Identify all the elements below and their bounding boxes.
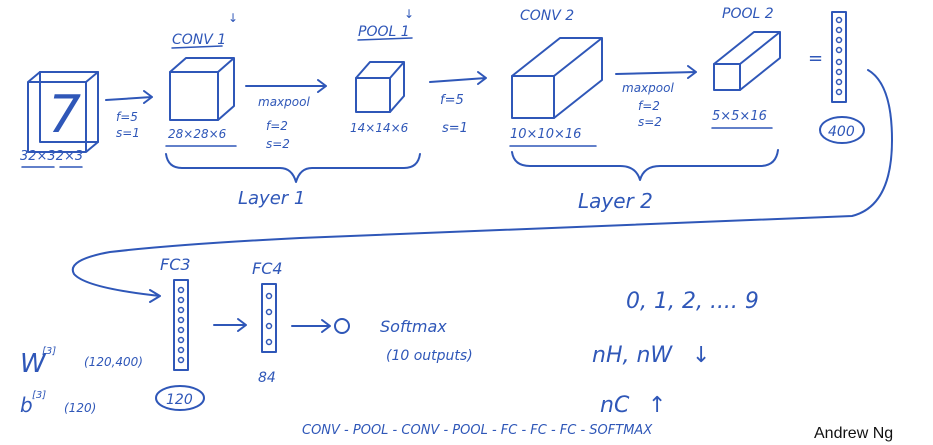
conv1-volume: CONV 1 ↓ 28×28×6 [165, 11, 238, 147]
notes-channels-trend: ↑ [648, 393, 666, 418]
input-dims: 32×32×3 [20, 149, 83, 164]
fc4-size: 84 [258, 370, 276, 386]
notes-height-width: nH, nW [592, 343, 673, 368]
pool2-volume: POOL 2 5×5×16 [711, 6, 781, 129]
fc3-weights-label: W [20, 349, 47, 379]
input-volume: 7 32×32×3 [20, 71, 99, 168]
arrow-pool1-conv2: f=5 s=1 [429, 71, 487, 136]
pool1-title: POOL 1 [358, 24, 410, 40]
conv1-dims: 28×28×6 [168, 127, 227, 141]
pool2-param-f: f=2 [638, 99, 660, 113]
softmax-outputs: (10 outputs) [386, 348, 473, 364]
pool1-dims: 14×14×6 [350, 121, 409, 135]
pool1-op: maxpool [258, 95, 310, 109]
fc3-title: FC3 [160, 255, 191, 274]
conv1-param-f: f=5 [116, 110, 138, 124]
fc3-bias-shape: (120) [64, 401, 96, 415]
pool1-param-f: f=2 [266, 119, 288, 133]
connector-flatten-fc3 [71, 69, 893, 303]
flatten-equals: = [808, 48, 823, 69]
fc3-weights-sup: [3] [42, 346, 56, 357]
pool1-volume: POOL 1 ↓ 14×14×6 [350, 7, 414, 135]
conv2-title: CONV 2 [520, 8, 574, 24]
architecture-pattern: CONV - POOL - CONV - POOL - FC - FC - FC… [302, 423, 653, 438]
arrow-conv1-pool1: maxpool f=2 s=2 [245, 79, 327, 151]
flatten-size: 400 [828, 124, 855, 140]
pool2-title: POOL 2 [722, 6, 774, 22]
layer2-brace: Layer 2 [511, 149, 779, 213]
conv2-param-s: s=1 [442, 121, 468, 136]
conv2-volume: CONV 2 10×10×16 [509, 8, 603, 147]
layer1-label: Layer 1 [238, 188, 305, 209]
conv1-title: CONV 1 [172, 32, 226, 48]
conv2-param-f: f=5 [440, 93, 464, 108]
credit-text: Andrew Ng [814, 425, 893, 442]
conv2-dims: 10×10×16 [510, 127, 581, 142]
fc3-weights-shape: (120,400) [84, 355, 143, 369]
softmax-label: Softmax [380, 317, 447, 336]
pool2-op: maxpool [622, 81, 674, 95]
fc3-layer: FC3 120 W [3] (120,400) b [3] (120) [20, 255, 205, 417]
arrow-conv2-pool2: maxpool f=2 s=2 [615, 65, 697, 129]
notes-height-width-trend: ↓ [692, 343, 710, 368]
conv1-down-arrow: ↓ [228, 11, 238, 25]
arrow-fc3-fc4 [213, 318, 247, 332]
pool1-param-s: s=2 [266, 137, 290, 151]
layer2-label: Layer 2 [578, 189, 653, 213]
fc3-bias-label: b [20, 393, 33, 417]
notes-channels: nC [600, 393, 630, 418]
arrow-input-conv1: f=5 s=1 [105, 90, 153, 140]
notes-classes: 0, 1, 2, .... 9 [626, 289, 759, 314]
conv1-param-s: s=1 [116, 126, 140, 140]
pool2-dims: 5×5×16 [712, 109, 767, 124]
input-digit: 7 [48, 85, 81, 145]
fc4-layer: FC4 84 [252, 259, 283, 386]
pool2-param-s: s=2 [638, 115, 662, 129]
arrow-fc4-softmax [291, 318, 350, 334]
pool1-down-arrow: ↓ [404, 7, 414, 21]
layer1-brace: Layer 1 [165, 153, 421, 209]
fc3-bias-sup: [3] [32, 390, 46, 401]
flatten-vector: = 400 [808, 11, 865, 144]
fc4-title: FC4 [252, 259, 283, 278]
fc3-size: 120 [166, 392, 193, 408]
notes: 0, 1, 2, .... 9 nH, nW ↓ nC ↑ [592, 289, 759, 418]
softmax-output: Softmax (10 outputs) [380, 317, 473, 364]
